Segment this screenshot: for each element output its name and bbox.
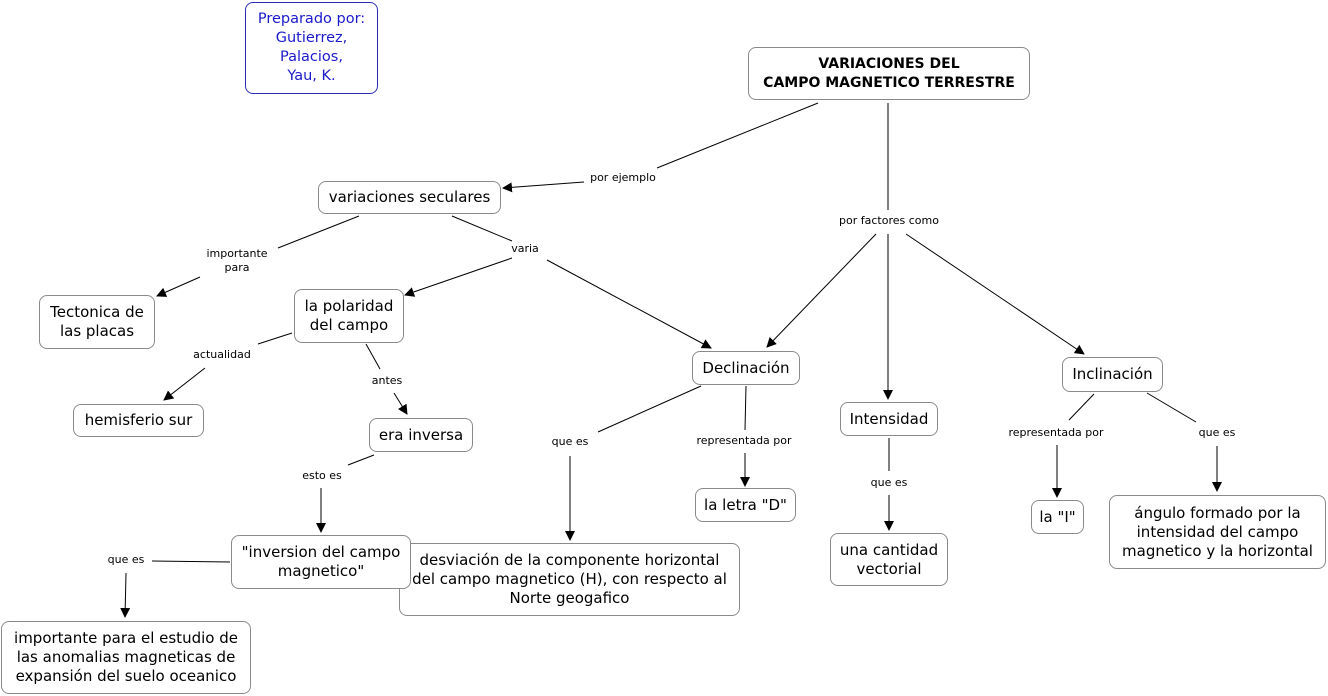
edge-root-por-ejemplo (656, 102, 819, 169)
concept-angulo-formado[interactable]: ángulo formado por la intensidad del cam… (1109, 495, 1326, 569)
concept-la-i[interactable]: la "I" (1031, 500, 1084, 534)
edge-polaridad-actualidad (257, 332, 293, 345)
concept-inclinacion[interactable]: Inclinación (1062, 357, 1163, 392)
link-importante-para[interactable]: importante para (206, 247, 268, 274)
link-por-ejemplo[interactable]: por ejemplo (590, 171, 656, 184)
link-representada-por-i[interactable]: representada por (1008, 426, 1104, 439)
concept-importante-estudio[interactable]: importante para el estudio de las anomal… (1, 621, 251, 694)
edge-por-ejemplo-seculares (502, 181, 585, 193)
link-representada-por-d[interactable]: representada por (696, 434, 792, 447)
edge-seculares-varia (451, 215, 513, 242)
concept-era-inversa[interactable]: era inversa (369, 418, 473, 452)
edge-polaridad-antes (365, 343, 381, 370)
concept-cantidad-vectorial[interactable]: una cantidad vectorial (830, 533, 948, 586)
edge-declinacion-repr (744, 385, 747, 431)
link-actualidad[interactable]: actualidad (193, 348, 251, 361)
concept-root[interactable]: VARIACIONES DEL CAMPO MAGNETICO TERRESTR… (748, 47, 1030, 100)
link-por-factores-como[interactable]: por factores como (839, 214, 939, 227)
link-que-es-declinacion[interactable]: que es (551, 435, 589, 448)
edge-inclinacion-repr (1068, 393, 1095, 421)
edge-varia-declinacion (546, 259, 712, 349)
edge-factores-declinacion (766, 233, 877, 348)
edge-actualidad-hemisferio (163, 367, 206, 401)
concept-tectonica-placas[interactable]: Tectonica de las placas (39, 295, 155, 349)
concept-variaciones-seculares[interactable]: variaciones seculares (318, 181, 501, 214)
edge-era-estoes (347, 454, 375, 466)
edge-varia-polaridad (404, 257, 513, 297)
edge-declinacion-quees (597, 385, 702, 433)
link-varia[interactable]: varia (511, 242, 539, 255)
concept-declinacion[interactable]: Declinación (692, 351, 800, 385)
concept-intensidad[interactable]: Intensidad (840, 402, 938, 436)
link-esto-es[interactable]: esto es (302, 469, 342, 482)
edge-seculares-importante (277, 215, 360, 249)
link-que-es-intensidad[interactable]: que es (870, 476, 908, 489)
edge-quees-estudio (120, 572, 131, 618)
concept-inversion-campo[interactable]: "inversion del campo magnetico" (231, 535, 411, 589)
edge-inclinacion-quees (1146, 392, 1197, 423)
edge-antes-era (393, 392, 408, 415)
edge-inversion-quees (151, 560, 231, 563)
author-box[interactable]: Preparado por: Gutierrez, Palacios, Yau,… (245, 2, 378, 94)
link-que-es-inversion[interactable]: que es (107, 553, 145, 566)
link-antes[interactable]: antes (371, 374, 403, 387)
concept-polaridad-campo[interactable]: la polaridad del campo (294, 289, 404, 343)
edge-factores-inclinacion (905, 233, 1085, 355)
concept-desviacion[interactable]: desviación de la componente horizontal d… (399, 543, 740, 616)
edge-importante-tectonica (156, 276, 201, 297)
concept-la-letra-d[interactable]: la letra "D" (695, 488, 796, 522)
link-que-es-inclinacion[interactable]: que es (1198, 426, 1236, 439)
concept-hemisferio-sur[interactable]: hemisferio sur (73, 404, 204, 437)
